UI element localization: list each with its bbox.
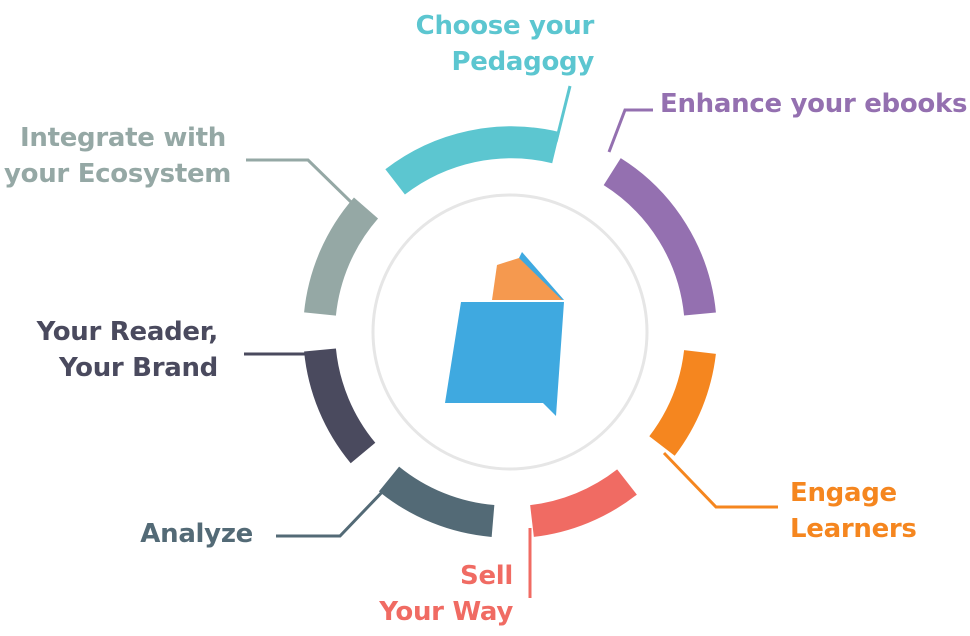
segment-arc-analyze <box>378 466 495 537</box>
label-enhance-your-ebooks: Enhance your ebooks <box>660 86 968 122</box>
label-line: Your Way <box>379 597 513 627</box>
label-engage-learners: Engage Learners <box>790 475 965 547</box>
label-sell-your-way: Sell Your Way <box>355 558 513 630</box>
label-line: Engage <box>790 478 897 508</box>
label-analyze: Analyze <box>120 516 253 552</box>
label-line: Enhance your ebooks <box>660 89 968 119</box>
connector-analyze <box>276 486 388 538</box>
inner-ring <box>371 193 649 471</box>
segment-arc-sell <box>529 469 637 537</box>
label-line: Integrate with <box>19 123 226 153</box>
label-line: Pedagogy <box>451 47 595 77</box>
open-book-icon <box>445 252 564 416</box>
connector-enhance <box>607 108 653 153</box>
segment-arc-integrate <box>304 197 379 316</box>
label-line: your Ecosystem <box>4 159 232 189</box>
segment-arc-brand <box>304 348 376 464</box>
label-line: Your Brand <box>59 353 218 383</box>
segment-arc-enhance <box>603 158 716 316</box>
label-integrate-with-your-ecosystem: Integrate with your Ecosystem <box>4 120 232 192</box>
book-page-orange <box>492 258 562 300</box>
book-cover-blue <box>445 302 564 416</box>
connector-integrate <box>246 158 354 205</box>
label-line: Sell <box>460 561 513 591</box>
label-line: Choose your <box>415 11 595 41</box>
segment-arc-engage <box>649 349 716 456</box>
label-line: Learners <box>790 514 917 544</box>
label-line: Your Reader, <box>36 317 219 347</box>
label-line: Analyze <box>140 519 253 549</box>
label-your-reader-your-brand: Your Reader, Your Brand <box>20 314 219 386</box>
label-choose-your-pedagogy: Choose your Pedagogy <box>394 8 595 80</box>
connector-engage <box>662 451 778 509</box>
connector-pedagogy <box>554 85 572 143</box>
segment-arc-pedagogy <box>385 126 560 195</box>
